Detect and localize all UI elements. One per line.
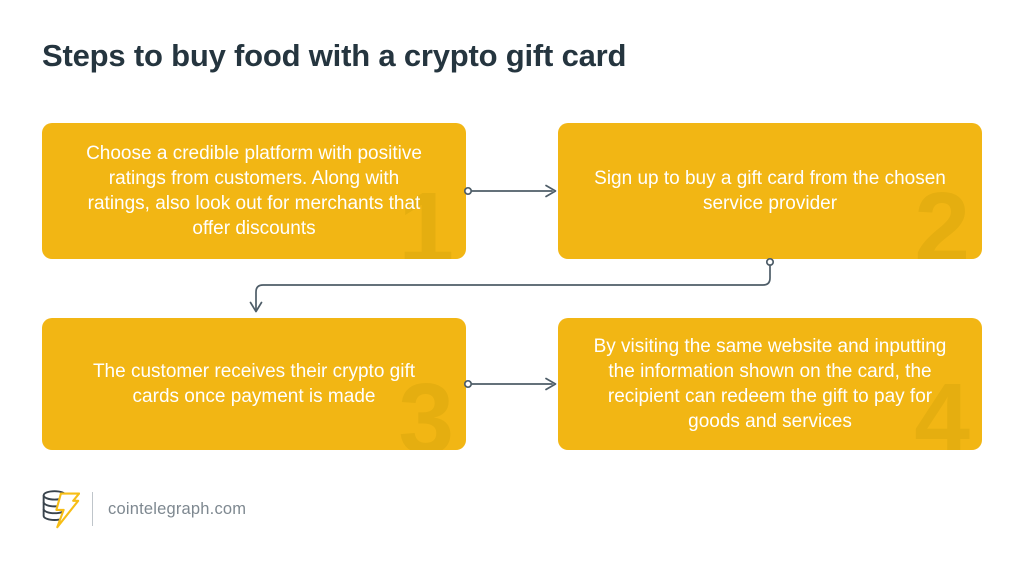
step-box-3: 3 The customer receives their crypto gif… [42,318,466,450]
step-number-3: 3 [398,363,454,450]
page-title: Steps to buy food with a crypto gift car… [42,38,627,73]
arrow-step2-to-step3 [249,257,775,313]
step-text-2: Sign up to buy a gift card from the chos… [594,168,946,214]
cointelegraph-logo-icon [42,490,80,529]
step-number-2: 2 [914,172,970,259]
step-box-4: 4 By visiting the same website and input… [558,318,982,450]
step-text-4: By visiting the same website and inputti… [593,336,947,432]
footer-branding: cointelegraph.com [40,486,246,532]
arrow-step1-to-step2 [463,184,557,198]
step-number-1: 1 [398,172,454,259]
step-box-2: 2 Sign up to buy a gift card from the ch… [558,123,982,259]
step-number-4: 4 [914,363,970,450]
step-text-3: The customer receives their crypto gift … [92,361,416,407]
footer-site-label: cointelegraph.com [108,499,247,518]
footer-divider [92,492,93,526]
step-box-1: 1 Choose a credible platform with positi… [42,123,466,259]
arrow-step3-to-step4 [463,377,557,391]
step-text-1: Choose a credible platform with positive… [86,143,422,239]
